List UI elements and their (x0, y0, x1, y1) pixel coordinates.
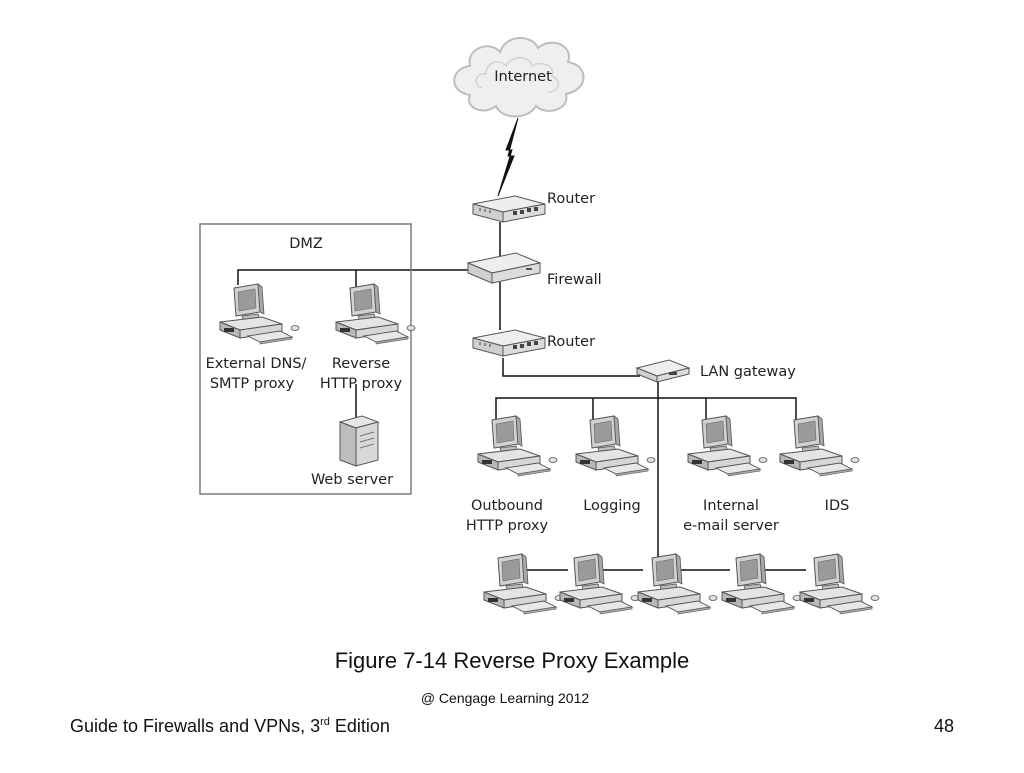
firewall-icon (466, 252, 542, 284)
outbound-http-proxy-computer-icon (477, 415, 558, 477)
internal-email-label-line2: e-mail server (683, 518, 779, 534)
reverse-proxy-label-line2: HTTP proxy (320, 376, 403, 392)
book-title-prefix: Guide to Firewalls and VPNs, 3 (70, 716, 321, 736)
router-mid-label: Router (547, 334, 595, 350)
reverse-http-proxy-computer-icon (335, 283, 416, 345)
firewall-label: Firewall (547, 272, 602, 288)
external-dns-label-line2: SMTP proxy (210, 376, 295, 392)
internet-label: Internet (494, 69, 552, 85)
book-title-superscript: rd (320, 716, 330, 728)
ids-label: IDS (825, 498, 850, 514)
internal-email-label-line1: Internal (703, 498, 759, 514)
logging-computer-icon (575, 415, 656, 477)
workstation-icon (799, 553, 880, 615)
workstation-icon (483, 553, 564, 615)
figure-caption: Figure 7-14 Reverse Proxy Example (334, 648, 690, 673)
lan-gateway-label: LAN gateway (700, 364, 796, 380)
book-title-suffix: Edition (329, 716, 390, 736)
outbound-proxy-label-line2: HTTP proxy (466, 518, 549, 534)
ids-computer-icon (779, 415, 860, 477)
footer-book-title: Guide to Firewalls and VPNs, 3rd Edition (70, 716, 390, 737)
external-dns-label-line1: External DNS/ (206, 356, 307, 372)
internal-email-server-computer-icon (687, 415, 768, 477)
workstation-icon (559, 553, 640, 615)
external-dns-smtp-proxy-computer-icon (219, 283, 300, 345)
router-mid-icon (472, 329, 546, 357)
page-number: 48 (933, 716, 954, 736)
logging-label: Logging (583, 498, 641, 514)
reverse-proxy-label-line1: Reverse (332, 356, 390, 372)
lightning-bolt-icon (497, 117, 519, 197)
workstation-icon (721, 553, 802, 615)
web-server-label: Web server (311, 472, 393, 488)
internet-cloud-icon: Internet (453, 37, 585, 118)
router-top-label: Router (547, 191, 595, 207)
dmz-zone (199, 223, 412, 495)
workstation-icon (637, 553, 718, 615)
outbound-proxy-label-line1: Outbound (471, 498, 543, 514)
router-top-icon (472, 195, 546, 223)
connection-lines (237, 222, 806, 571)
copyright-notice: @ Cengage Learning 2012 (420, 690, 590, 706)
lan-gateway-icon (635, 359, 691, 383)
dmz-label: DMZ (289, 236, 323, 252)
web-server-icon (338, 415, 380, 467)
